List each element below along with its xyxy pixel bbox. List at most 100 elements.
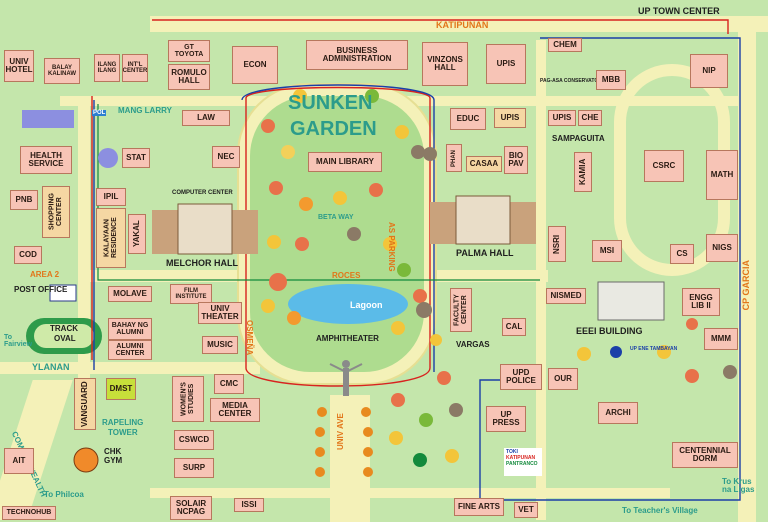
- fine-arts[interactable]: FINE ARTS: [454, 498, 504, 516]
- cp-garcia-label: CP GARCIA: [741, 260, 751, 311]
- technohub[interactable]: TECHNOHUB: [2, 506, 56, 520]
- law[interactable]: LAW: [182, 110, 230, 126]
- rapeling-label-2: TOWER: [108, 428, 138, 437]
- centennial-dorm[interactable]: CENTENNIAL DORM: [672, 442, 738, 468]
- econ[interactable]: ECON: [232, 46, 278, 84]
- univ-ave-label: UNIV AVE: [336, 413, 345, 450]
- yakal[interactable]: YAKAL: [128, 214, 146, 254]
- sunken-garden-title-1: SUNKEN: [288, 92, 373, 114]
- kamia[interactable]: KAMIA: [574, 152, 592, 192]
- pnb[interactable]: PNB: [10, 190, 38, 210]
- pag-asa-label: PAG-ASA CONSERVATORY: [540, 78, 606, 84]
- nismed[interactable]: NISMED: [546, 288, 586, 304]
- music[interactable]: MUSIC: [202, 336, 238, 354]
- cmc[interactable]: CMC: [214, 374, 244, 394]
- upis-right[interactable]: UPIS: [548, 110, 576, 126]
- post-office-label: POST OFFICE: [14, 285, 68, 294]
- math[interactable]: MATH: [706, 150, 738, 200]
- oblation-statue: [329, 360, 363, 396]
- upis-mid[interactable]: UPIS: [494, 108, 526, 128]
- cp-garcia-road: [738, 16, 756, 522]
- as-parking-label: AS PARKING: [387, 222, 396, 272]
- upis-top[interactable]: UPIS: [486, 44, 526, 84]
- up-town-center-label: UP TOWN CENTER: [638, 6, 720, 16]
- our[interactable]: OUR: [548, 368, 578, 390]
- stat[interactable]: STAT: [122, 148, 150, 168]
- film-institute[interactable]: FILM INSTITUTE: [170, 284, 212, 304]
- ipil[interactable]: IPIL: [96, 188, 126, 206]
- nip[interactable]: NIP: [690, 54, 728, 88]
- nsri[interactable]: NSRI: [548, 226, 566, 262]
- vet[interactable]: VET: [514, 502, 538, 518]
- ilang-ilang[interactable]: ILANG ILANG: [94, 54, 120, 82]
- shopping-center[interactable]: SHOPPING CENTER: [42, 186, 70, 238]
- melchor-hall-graphic: [152, 203, 258, 255]
- main-library[interactable]: MAIN LIBRARY: [308, 152, 382, 172]
- chem[interactable]: CHEM: [548, 38, 582, 52]
- che[interactable]: CHE: [578, 110, 602, 126]
- trees: [261, 89, 737, 467]
- vanguard[interactable]: VANGUARD: [74, 378, 96, 430]
- area-2-label: AREA 2: [30, 270, 60, 279]
- univ-theater[interactable]: UNIV THEATER: [198, 302, 242, 324]
- pol-label: POL: [92, 110, 107, 116]
- gt-toyota[interactable]: GT TOYOTA: [168, 40, 210, 62]
- melchor-hall-label: MELCHOR HALL: [166, 258, 238, 268]
- surp[interactable]: SURP: [174, 458, 214, 478]
- eeei-graphic: [597, 281, 665, 321]
- ait[interactable]: AIT: [4, 448, 34, 474]
- cs[interactable]: CS: [670, 244, 694, 264]
- educ[interactable]: EDUC: [450, 108, 486, 130]
- archi[interactable]: ARCHI: [598, 402, 638, 424]
- amphitheater-label: AMPHITHEATER: [316, 334, 379, 343]
- issi[interactable]: ISSI: [234, 498, 264, 512]
- sunken-garden-title-2: GARDEN: [290, 118, 377, 140]
- track-label-2: OVAL: [54, 334, 76, 343]
- route-legend: TOKI KATIPUNAN PANTRANCO: [504, 448, 542, 476]
- molave[interactable]: MOLAVE: [108, 286, 152, 302]
- alumni-center[interactable]: ALUMNI CENTER: [108, 340, 152, 360]
- legend-katipunan: KATIPUNAN: [506, 455, 536, 461]
- vinzons-hall[interactable]: VINZONS HALL: [422, 42, 468, 86]
- mbb[interactable]: MBB: [596, 70, 626, 90]
- dmst[interactable]: DMST: [106, 378, 136, 400]
- balay-kalinaw[interactable]: BALAY KALINAW: [44, 58, 80, 84]
- vargas[interactable]: VARGAS: [456, 340, 490, 349]
- intl-center[interactable]: INT'L CENTER: [122, 54, 148, 82]
- up-press[interactable]: UP PRESS: [486, 406, 526, 432]
- mmm[interactable]: MMM: [704, 328, 738, 350]
- faculty-center[interactable]: FACULTY CENTER: [450, 288, 472, 332]
- sunflowers: [315, 407, 373, 477]
- beta-way-label: BETA WAY: [318, 214, 354, 221]
- health-service[interactable]: HEALTH SERVICE: [20, 146, 72, 174]
- bahay-alumni[interactable]: BAHAY NG ALUMNI: [108, 318, 152, 340]
- sampaguita[interactable]: SAMPAGUITA: [552, 134, 605, 143]
- csrc[interactable]: CSRC: [644, 150, 684, 182]
- engg-lib[interactable]: ENGG LIB II: [682, 288, 720, 316]
- solair-ncpag[interactable]: SOLAIR NCPAG: [170, 496, 212, 520]
- media-center[interactable]: MEDIA CENTER: [210, 398, 260, 422]
- ylanan-label: YLANAN: [32, 362, 70, 372]
- up-police[interactable]: UPD POLICE: [500, 364, 542, 390]
- phan[interactable]: PHAN: [446, 144, 462, 172]
- to-teachers-village-label: To Teacher's Village: [622, 506, 698, 515]
- bio-pav[interactable]: BIO PAV: [504, 146, 528, 174]
- univ-hotel[interactable]: UNIV HOTEL: [4, 50, 34, 82]
- cswcd[interactable]: CSWCD: [174, 430, 214, 450]
- chk-gym[interactable]: CHK GYM: [104, 447, 123, 465]
- cal[interactable]: CAL: [502, 318, 526, 336]
- nigs[interactable]: NIGS: [706, 234, 738, 262]
- eeei-building-label: EEEI BUILDING: [576, 326, 643, 336]
- envelope-icon: [49, 284, 77, 302]
- cod[interactable]: COD: [14, 246, 42, 264]
- business-admin[interactable]: BUSINESS ADMINISTRATION: [306, 40, 408, 70]
- romulo-hall[interactable]: ROMULO HALL: [168, 64, 210, 90]
- casaa[interactable]: CASAA: [466, 156, 502, 172]
- track-label-1: TRACK: [50, 324, 78, 333]
- womens-studies[interactable]: WOMEN'S STUDIES: [172, 376, 204, 422]
- nec[interactable]: NEC: [212, 146, 240, 168]
- kalayaan-residence[interactable]: KALAYAAN RESIDENCE: [96, 208, 126, 268]
- legend-toki: TOKI: [506, 449, 518, 455]
- msi[interactable]: MSI: [592, 240, 622, 262]
- south-road: [150, 488, 670, 498]
